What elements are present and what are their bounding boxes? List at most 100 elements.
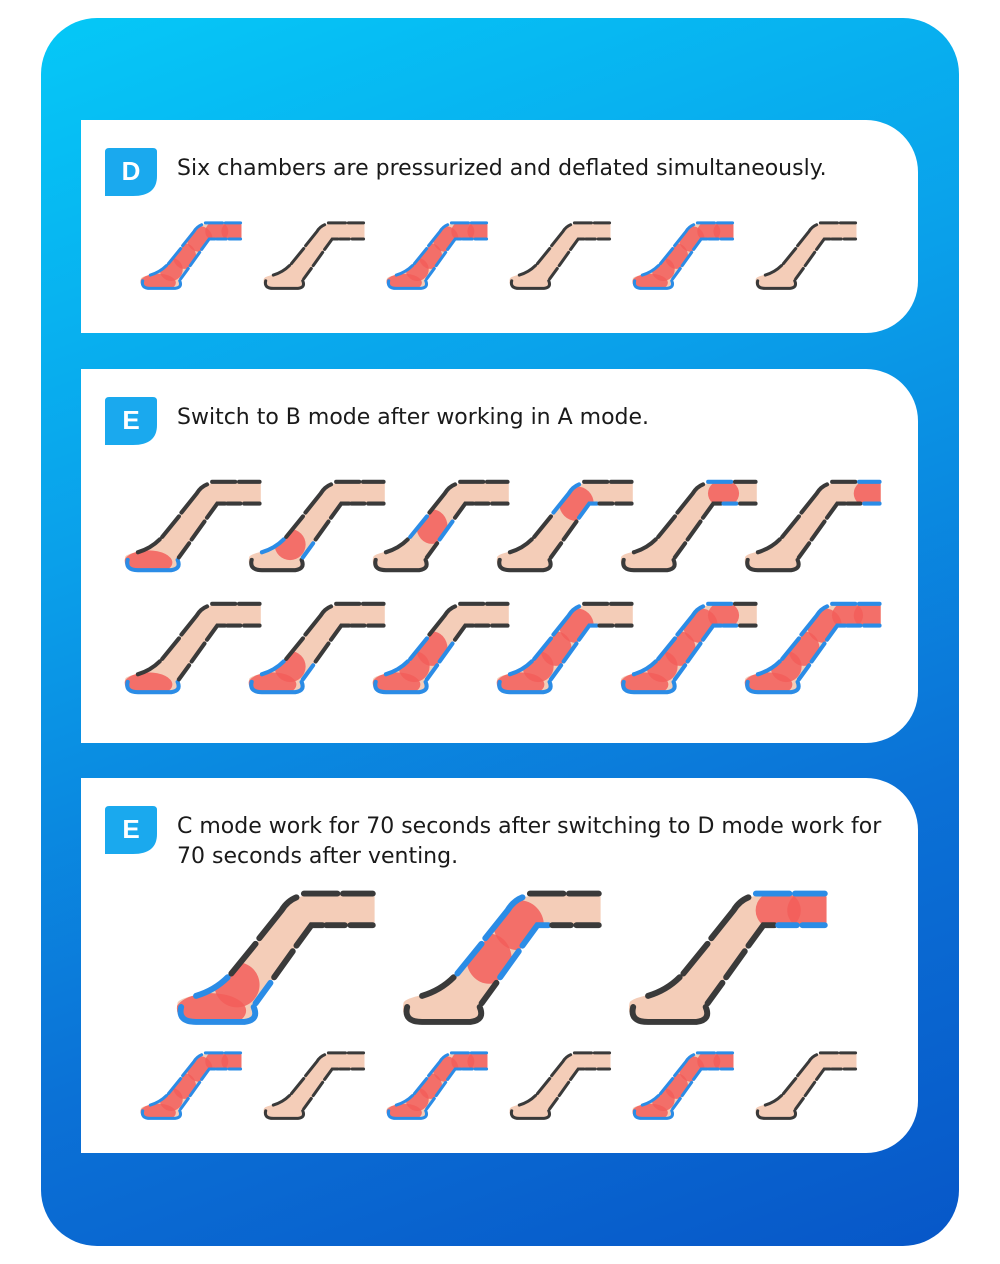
chamber-1-outline: [403, 1004, 485, 1025]
mode-d-description: Six chambers are pressurized and deflate…: [177, 156, 827, 181]
chamber-4-outline: [576, 623, 600, 642]
chamber-1-outline: [263, 1109, 306, 1120]
leg-s2-r1-3: [509, 1051, 612, 1120]
leg-s2-r1-1: [263, 1051, 366, 1120]
pressure-zone-5: [831, 605, 864, 630]
chamber-4-outline: [204, 501, 228, 520]
chamber-2-outline: [176, 663, 192, 682]
chamber-3-outline: [271, 948, 296, 981]
chamber-2-outline: [302, 1096, 313, 1111]
chamber-2-outline: [148, 264, 168, 277]
leg-s0-r0-3: [509, 221, 612, 290]
leg-s1-r0-3: [496, 479, 634, 573]
pressure-zone-5: [451, 1053, 475, 1072]
mode-d-badge: D: [103, 144, 159, 200]
chamber-2-outline: [383, 659, 410, 677]
chamber-1-outline: [745, 679, 801, 695]
pressure-zone-5: [205, 1053, 229, 1072]
leg-s1-r0-5: [744, 479, 882, 573]
speech-bubble-icon: E: [105, 806, 157, 854]
chamber-2-outline: [259, 659, 286, 677]
leg-s1-r1-2: [372, 601, 510, 695]
chamber-1-outline: [629, 1004, 711, 1025]
chamber-4-outline: [256, 894, 300, 942]
chamber-3-outline: [685, 519, 703, 542]
chamber-2-outline: [631, 659, 658, 677]
leg-skin: [744, 483, 881, 572]
chamber-4-outline: [446, 1067, 463, 1081]
chamber-4-outline: [181, 1053, 204, 1078]
chamber-4-outline: [304, 1053, 327, 1078]
chamber-2-outline: [548, 541, 564, 560]
chamber-2-outline: [548, 663, 564, 682]
leg-skin: [755, 223, 857, 290]
chamber-2-outline: [259, 537, 286, 555]
leg-skin: [755, 1053, 857, 1120]
chamber-2-outline: [425, 1096, 436, 1111]
chamber-4-outline: [304, 223, 327, 248]
pressure-zone-5: [451, 223, 475, 242]
chamber-4-outline: [204, 623, 228, 642]
chamber-2-outline: [394, 264, 414, 277]
leg-s1-r0-2: [372, 479, 510, 573]
leg-s2-r0-1: [402, 890, 602, 1025]
chamber-2-outline: [302, 266, 313, 281]
leg-skin: [620, 483, 757, 572]
chamber-2-outline: [548, 1096, 559, 1111]
chamber-4-outline: [700, 501, 724, 520]
chamber-4-outline: [551, 604, 582, 637]
chamber-1-outline: [745, 557, 801, 573]
chamber-2-outline: [794, 1096, 805, 1111]
chamber-2-outline: [548, 266, 559, 281]
chamber-3-outline: [454, 940, 485, 977]
chamber-3-outline: [408, 636, 429, 661]
chamber-3-outline: [228, 940, 259, 977]
chamber-2-outline: [507, 537, 534, 555]
chamber-4-outline: [692, 237, 709, 251]
chamber-3-outline: [780, 636, 801, 661]
chamber-1-outline: [632, 1109, 675, 1120]
chamber-3-outline: [284, 636, 305, 661]
speech-bubble-icon: E: [105, 397, 157, 445]
chamber-3-outline: [311, 1080, 325, 1098]
chamber-2-outline: [135, 659, 162, 677]
leg-s0-r0-2: [386, 221, 489, 290]
mode-e-letter-2: E: [122, 814, 139, 844]
chamber-3-outline: [680, 250, 694, 268]
chamber-4-outline: [708, 894, 752, 942]
chamber-4-outline: [427, 482, 458, 515]
chamber-1-outline: [373, 679, 429, 695]
chamber-4-outline: [323, 1067, 340, 1081]
pressure-zone-6: [221, 223, 242, 242]
pressure-zone-5: [697, 1053, 721, 1072]
chamber-3-outline: [803, 1080, 817, 1098]
chamber-3-outline: [561, 641, 579, 664]
chamber-4-outline: [796, 1053, 819, 1078]
chamber-4-outline: [293, 922, 326, 949]
chamber-3-outline: [437, 519, 455, 542]
chamber-4-outline: [179, 482, 210, 515]
leg-s2-r0-0: [176, 890, 376, 1025]
speech-bubble-icon: D: [105, 148, 157, 196]
chamber-3-outline: [781, 246, 798, 266]
chamber-2-outline: [135, 537, 162, 555]
chamber-2-outline: [640, 264, 660, 277]
chamber-4-outline: [815, 1067, 832, 1081]
chamber-2-outline: [179, 266, 190, 281]
chamber-4-outline: [200, 237, 217, 251]
chamber-2-outline: [419, 974, 457, 999]
leg-skin: [509, 1053, 611, 1120]
chamber-2-outline: [755, 659, 782, 677]
chamber-4-outline: [328, 501, 352, 520]
chamber-3-outline: [188, 250, 202, 268]
chamber-2-outline: [796, 663, 812, 682]
chamber-1-outline: [386, 1109, 429, 1120]
chamber-3-outline: [284, 514, 305, 539]
chamber-1-outline: [621, 679, 677, 695]
chamber-3-outline: [166, 1076, 183, 1096]
chamber-4-outline: [824, 501, 848, 520]
chamber-3-outline: [289, 246, 306, 266]
chamber-2-outline: [179, 1096, 190, 1111]
pressure-zone-6: [467, 223, 488, 242]
pressure-zone-5: [755, 895, 801, 931]
